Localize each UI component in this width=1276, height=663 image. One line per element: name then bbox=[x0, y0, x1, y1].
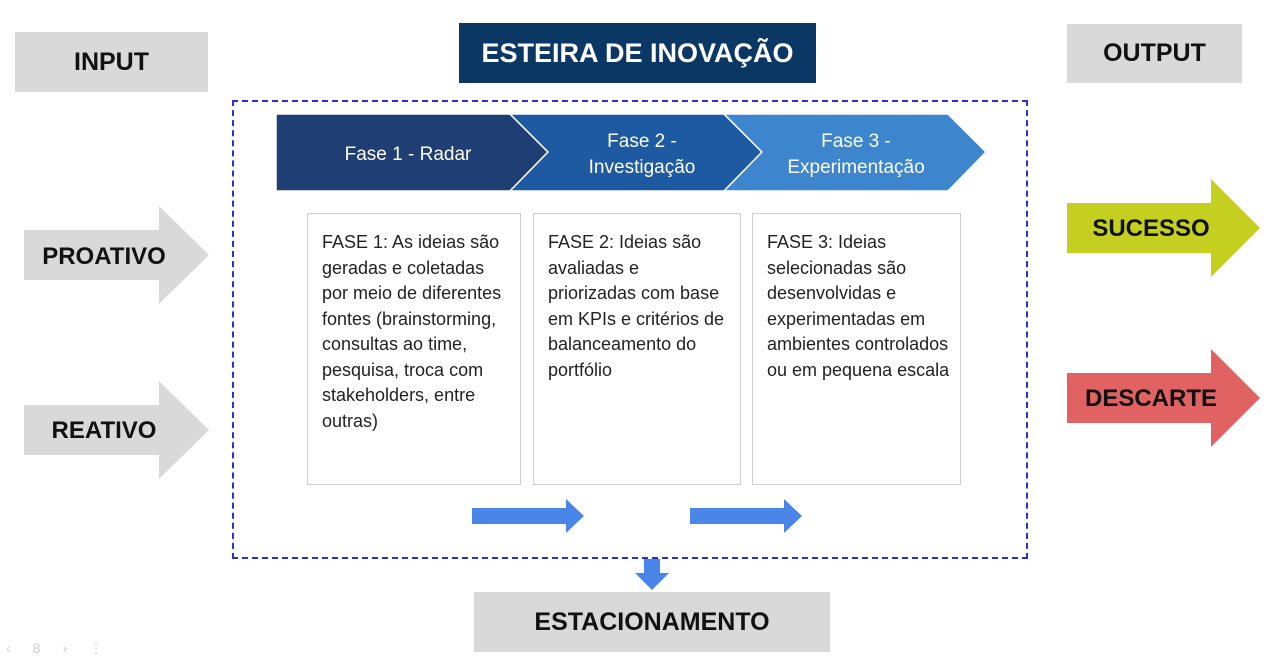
phase-chevron-bar: Fase 1 - Radar Fase 2 - Investigação Fas… bbox=[276, 114, 988, 192]
phase-2-chevron bbox=[508, 114, 764, 192]
flow-arrow-phase2-to-phase3 bbox=[690, 499, 802, 533]
phase-2-description: FASE 2: Ideias são avaliadas e priorizad… bbox=[533, 213, 741, 485]
page-number: 8 bbox=[32, 640, 41, 656]
parking-box: ESTACIONAMENTO bbox=[474, 592, 830, 652]
phase-2-title-line1: Fase 2 - bbox=[607, 131, 677, 152]
flow-arrow-phase1-to-phase2 bbox=[472, 499, 584, 533]
next-slide-button[interactable]: › bbox=[62, 640, 68, 656]
input-header: INPUT bbox=[15, 32, 208, 92]
phase-3-description: FASE 3: Ideias selecionadas são desenvol… bbox=[752, 213, 961, 485]
phase-2-title-line2: Investigação bbox=[589, 157, 696, 178]
phase-3-title-line1: Fase 3 - bbox=[821, 131, 891, 152]
slide-pager: ‹ 8 › ⋮ bbox=[6, 637, 136, 659]
output-arrow-descarte: DESCARTE bbox=[1067, 349, 1260, 447]
phase-3-title-line2: Experimentação bbox=[787, 157, 924, 178]
more-options-icon[interactable]: ⋮ bbox=[89, 639, 104, 656]
input-label-reativo: REATIVO bbox=[52, 417, 157, 444]
diagram-title: ESTEIRA DE INOVAÇÃO bbox=[459, 23, 816, 83]
innovation-pipeline-frame bbox=[232, 100, 1028, 559]
prev-slide-button[interactable]: ‹ bbox=[6, 640, 11, 656]
output-label-sucesso: SUCESSO bbox=[1092, 215, 1209, 242]
input-arrow-proativo: PROATIVO bbox=[24, 206, 209, 304]
flow-arrow-down-to-parking bbox=[635, 559, 669, 590]
phase-1-description: FASE 1: As ideias são geradas e coletada… bbox=[307, 213, 521, 485]
output-label-descarte: DESCARTE bbox=[1085, 385, 1217, 412]
input-label-proativo: PROATIVO bbox=[42, 243, 166, 270]
output-header: OUTPUT bbox=[1067, 24, 1242, 83]
phase-1-title: Fase 1 - Radar bbox=[345, 144, 472, 165]
input-arrow-reativo: REATIVO bbox=[24, 381, 209, 479]
output-arrow-sucesso: SUCESSO bbox=[1067, 179, 1260, 277]
phase-3-chevron bbox=[722, 114, 988, 192]
